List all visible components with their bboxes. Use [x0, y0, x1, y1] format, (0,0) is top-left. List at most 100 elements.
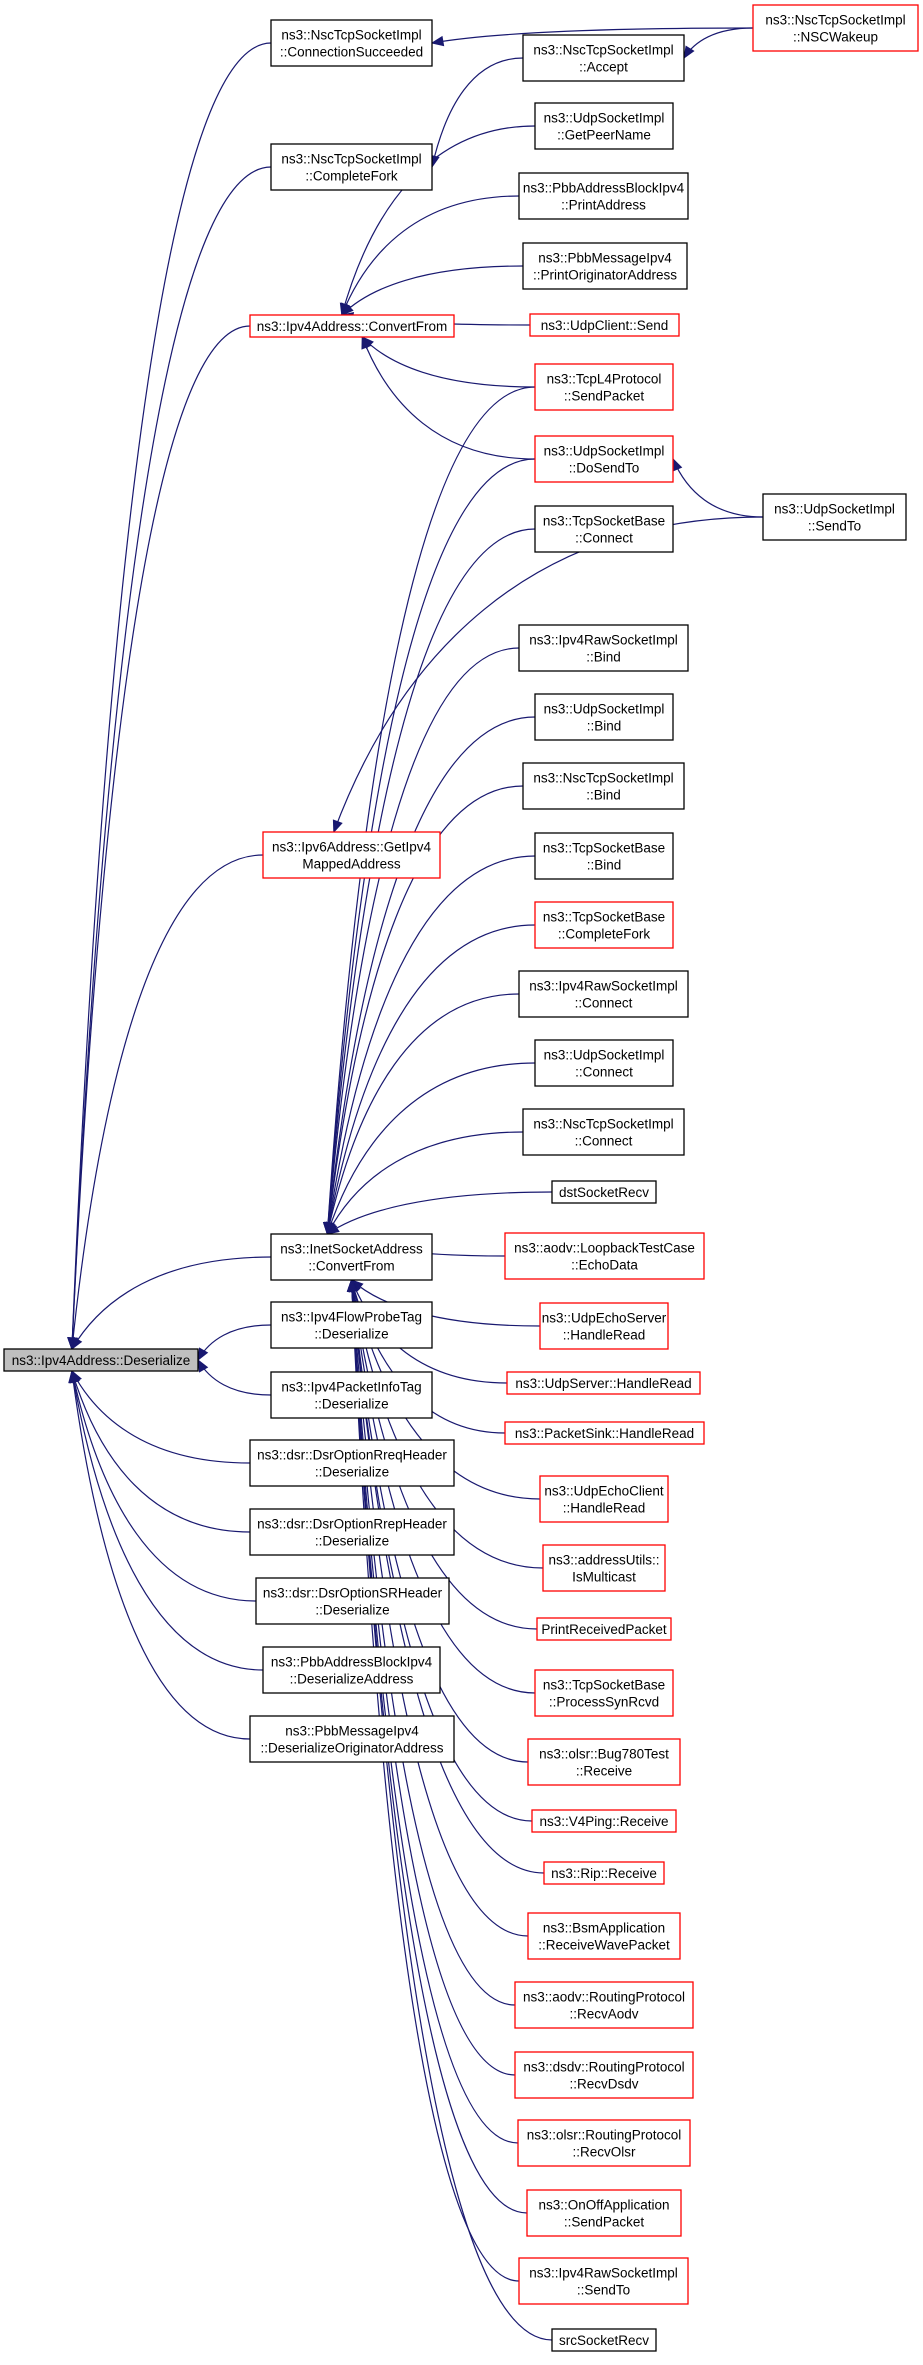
- node-udpConnect[interactable]: ns3::UdpSocketImpl::Connect: [534, 1039, 674, 1087]
- node-tcpBaseSynRcvd[interactable]: ns3::TcpSocketBase::ProcessSynRcvd: [534, 1669, 674, 1717]
- node-tcpBaseCompleteFork[interactable]: ns3::TcpSocketBase::CompleteFork: [534, 901, 674, 949]
- node-aodvRecv[interactable]: ns3::aodv::RoutingProtocol::RecvAodv: [514, 1981, 694, 2029]
- node-label-line: ns3::dsr::DsrOptionSRHeader: [263, 1586, 443, 1601]
- node-nscCompleteFork[interactable]: ns3::NscTcpSocketImpl::CompleteFork: [270, 143, 433, 191]
- node-label-line: ::ReceiveWavePacket: [538, 1938, 670, 1953]
- node-label-line: ns3::UdpSocketImpl: [544, 444, 665, 459]
- node-flowProbe[interactable]: ns3::Ipv4FlowProbeTag::Deserialize: [270, 1301, 433, 1349]
- node-nscConnSucc[interactable]: ns3::NscTcpSocketImpl::ConnectionSucceed…: [270, 19, 433, 67]
- node-udpBind[interactable]: ns3::UdpSocketImpl::Bind: [534, 693, 674, 741]
- node-pktSinkHR[interactable]: ns3::PacketSink::HandleRead: [504, 1421, 705, 1445]
- node-box: [522, 1108, 685, 1156]
- node-olsrBug[interactable]: ns3::olsr::Bug780Test::Receive: [527, 1738, 681, 1786]
- node-nscConnect[interactable]: ns3::NscTcpSocketImpl::Connect: [522, 1108, 685, 1156]
- node-box: [517, 2119, 691, 2167]
- arrowhead-udpDoSendTo-to-ipv4ConvertFrom: [361, 335, 372, 350]
- node-udpEchoClient[interactable]: ns3::UdpEchoClient::HandleRead: [539, 1475, 669, 1523]
- edge-udpConnect-to-inetConvertFrom: [326, 1062, 536, 1235]
- node-ipv4RawSendTo[interactable]: ns3::Ipv4RawSocketImpl::SendTo: [518, 2257, 689, 2305]
- edge-ipv4RawBind-to-inetConvertFrom: [326, 647, 520, 1235]
- node-ipv4RawConnect[interactable]: ns3::Ipv4RawSocketImpl::Connect: [518, 970, 689, 1018]
- edge-dstSocketRecv-to-inetConvertFrom: [327, 1191, 553, 1235]
- node-box: [529, 313, 680, 337]
- node-udpDoSendTo[interactable]: ns3::UdpSocketImpl::DoSendTo: [534, 435, 674, 483]
- node-ipv4RawBind[interactable]: ns3::Ipv4RawSocketImpl::Bind: [518, 624, 689, 672]
- node-label-line: ns3::UdpServer::HandleRead: [515, 1376, 691, 1391]
- edge-pktInfoTag-to-root: [197, 1359, 272, 1396]
- node-udpClientSend[interactable]: ns3::UdpClient::Send: [529, 313, 680, 337]
- node-ipv4ConvertFrom[interactable]: ns3::Ipv4Address::ConvertFrom: [249, 314, 455, 338]
- node-label-line: ns3::dsr::DsrOptionRrepHeader: [257, 1517, 447, 1532]
- node-udpServerHR[interactable]: ns3::UdpServer::HandleRead: [506, 1371, 701, 1395]
- node-box: [270, 143, 433, 191]
- node-inetConvertFrom[interactable]: ns3::InetSocketAddress::ConvertFrom: [270, 1233, 433, 1281]
- arrowhead-dstSocketRecv-to-inetConvertFrom: [326, 1223, 340, 1235]
- node-box: [514, 2051, 694, 2099]
- node-label-line: PrintReceivedPacket: [541, 1622, 667, 1637]
- node-label-line: ns3::UdpSocketImpl: [544, 1048, 665, 1063]
- node-box: [527, 1912, 681, 1960]
- node-aodvEcho[interactable]: ns3::aodv::LoopbackTestCase::EchoData: [504, 1232, 705, 1280]
- node-label-line: ::Bind: [586, 788, 621, 803]
- node-box: [270, 19, 433, 67]
- node-label-line: ns3::Ipv4RawSocketImpl: [529, 979, 678, 994]
- node-box: [522, 762, 685, 810]
- node-label-line: ns3::TcpSocketBase: [543, 841, 665, 856]
- node-pbbMsgIpv4[interactable]: ns3::PbbMessageIpv4::DeserializeOriginat…: [249, 1715, 455, 1763]
- node-addrUtils[interactable]: ns3::addressUtils::IsMulticast: [542, 1544, 666, 1592]
- node-udpEchoServer[interactable]: ns3::UdpEchoServer::HandleRead: [539, 1302, 669, 1350]
- edge-ipv4RawSendTo-to-inetConvertFrom: [350, 1279, 520, 2282]
- node-tcpBaseBind[interactable]: ns3::TcpSocketBase::Bind: [534, 832, 674, 880]
- node-bsmApp[interactable]: ns3::BsmApplication::ReceiveWavePacket: [527, 1912, 681, 1960]
- arrowhead-srcSocketRecv-to-inetConvertFrom: [346, 1278, 358, 1292]
- node-udpSendTo[interactable]: ns3::UdpSocketImpl::SendTo: [762, 493, 907, 541]
- node-label-line: ns3::OnOffApplication: [538, 2198, 669, 2213]
- edge-tcpBaseSynRcvd-to-inetConvertFrom: [350, 1279, 536, 1694]
- node-box: [249, 1508, 455, 1556]
- node-v4Ping[interactable]: ns3::V4Ping::Receive: [531, 1809, 677, 1833]
- node-dsrSR[interactable]: ns3::dsr::DsrOptionSRHeader::Deserialize: [255, 1577, 450, 1625]
- node-dsdvRecv[interactable]: ns3::dsdv::RoutingProtocol::RecvDsdv: [514, 2051, 694, 2099]
- node-dsrRreq[interactable]: ns3::dsr::DsrOptionRreqHeader::Deseriali…: [249, 1439, 455, 1487]
- node-pbbPrintOrig[interactable]: ns3::PbbMessageIpv4::PrintOriginatorAddr…: [522, 242, 688, 290]
- arrowhead-udpSendTo-to-udpDoSendTo: [672, 457, 683, 472]
- node-label-line: ns3::Ipv4RawSocketImpl: [529, 2266, 678, 2281]
- node-udpGetPeer[interactable]: ns3::UdpSocketImpl::GetPeerName: [534, 102, 674, 150]
- node-box: [551, 1180, 657, 1204]
- node-pbbPrintAddr[interactable]: ns3::PbbAddressBlockIpv4::PrintAddress: [518, 172, 689, 220]
- node-box: [531, 1809, 677, 1833]
- node-printRecv[interactable]: PrintReceivedPacket: [536, 1617, 672, 1641]
- node-box: [762, 493, 907, 541]
- node-srcSocketRecv[interactable]: srcSocketRecv: [551, 2328, 657, 2352]
- node-box: [270, 1371, 433, 1419]
- node-pbbAddrBlock[interactable]: ns3::PbbAddressBlockIpv4::DeserializeAdd…: [262, 1646, 441, 1694]
- node-label-line: ::GetPeerName: [557, 128, 651, 143]
- node-nscWakeup[interactable]: ns3::NscTcpSocketImpl::NSCWakeup: [752, 4, 919, 52]
- arrowhead-pbbMsgIpv4-to-root: [68, 1369, 79, 1384]
- edge-nscCompleteFork-to-root: [71, 166, 272, 1350]
- edge-ipv4ConvertFrom-to-root: [71, 325, 251, 1350]
- node-olsrRecv[interactable]: ns3::olsr::RoutingProtocol::RecvOlsr: [517, 2119, 691, 2167]
- node-box: [752, 4, 919, 52]
- edge-ipv6GetIpv4-to-root: [71, 854, 264, 1350]
- node-label-line: ::SendPacket: [564, 2215, 645, 2230]
- node-label-line: ::ConnectionSucceeded: [280, 45, 423, 60]
- node-label-line: ns3::NscTcpSocketImpl: [533, 1117, 673, 1132]
- node-label-line: ns3::Ipv4PacketInfoTag: [281, 1380, 421, 1395]
- node-nscAccept[interactable]: ns3::NscTcpSocketImpl::Accept: [522, 34, 685, 82]
- node-tcpBaseConnect[interactable]: ns3::TcpSocketBase::Connect: [534, 505, 674, 553]
- node-dstSocketRecv[interactable]: dstSocketRecv: [551, 1180, 657, 1204]
- node-label-line: ns3::aodv::LoopbackTestCase: [514, 1241, 695, 1256]
- node-ripRecv[interactable]: ns3::Rip::Receive: [543, 1861, 665, 1885]
- node-label-line: srcSocketRecv: [559, 2333, 649, 2348]
- node-dsrRrep[interactable]: ns3::dsr::DsrOptionRrepHeader::Deseriali…: [249, 1508, 455, 1556]
- node-tcpL4Send[interactable]: ns3::TcpL4Protocol::SendPacket: [534, 363, 674, 411]
- edge-tcpBaseBind-to-inetConvertFrom: [326, 855, 536, 1235]
- node-nscBind[interactable]: ns3::NscTcpSocketImpl::Bind: [522, 762, 685, 810]
- node-pktInfoTag[interactable]: ns3::Ipv4PacketInfoTag::Deserialize: [270, 1371, 433, 1419]
- node-onOffSend[interactable]: ns3::OnOffApplication::SendPacket: [526, 2189, 682, 2237]
- node-label-line: MappedAddress: [302, 857, 401, 872]
- node-label-line: ::RecvOlsr: [572, 2145, 636, 2160]
- node-box: [534, 102, 674, 150]
